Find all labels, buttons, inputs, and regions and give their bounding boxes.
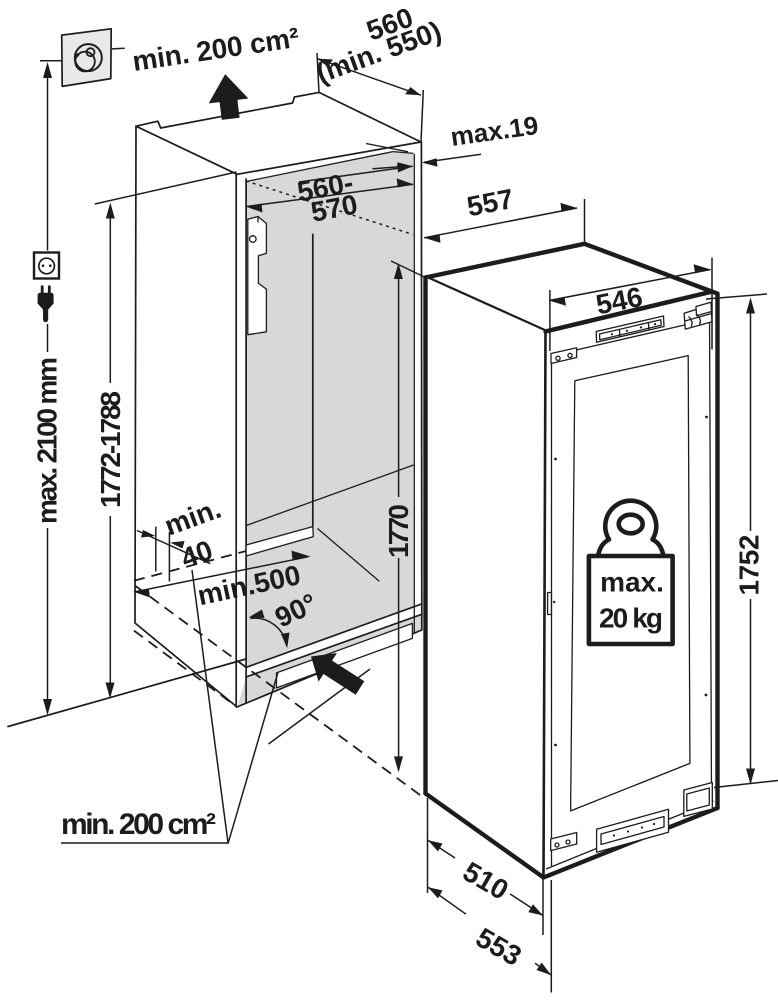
svg-text:1770: 1770 <box>383 504 414 558</box>
svg-text:max. 2100 mm: max. 2100 mm <box>32 357 63 524</box>
svg-text:1752: 1752 <box>734 535 765 596</box>
svg-text:min. 200 cm²: min. 200 cm² <box>61 808 216 841</box>
svg-text:1772-1788: 1772-1788 <box>95 391 126 508</box>
svg-text:max.: max. <box>600 567 664 598</box>
svg-text:20 kg: 20 kg <box>599 603 663 634</box>
